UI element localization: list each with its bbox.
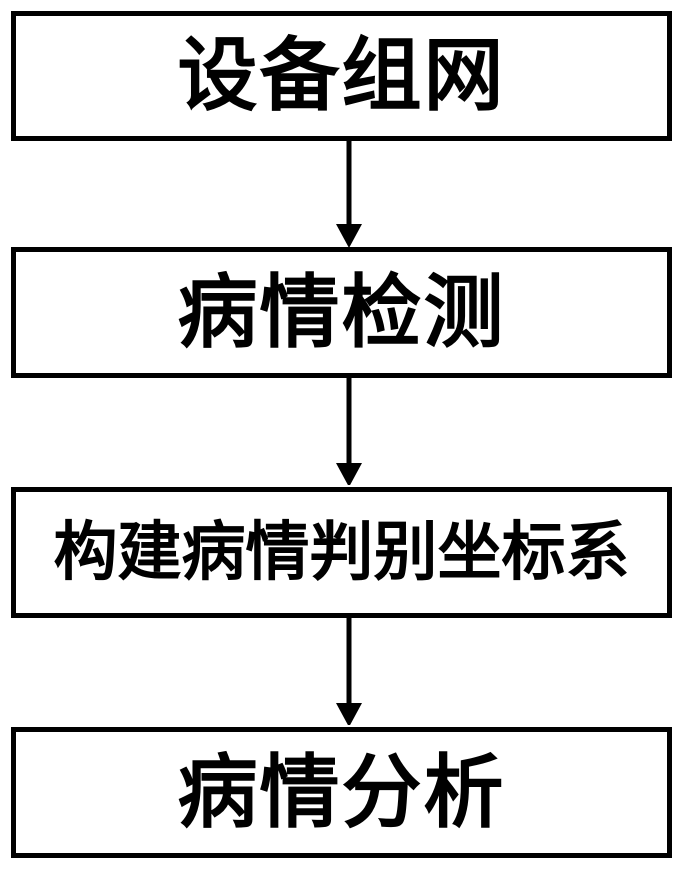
flow-node-label: 构建病情判别坐标系 [53,515,630,590]
connector-arrow-node2-to-node3 [0,375,686,485]
flow-node-condition-detection: 病情检测 [11,247,672,378]
flow-node-label: 设备组网 [177,29,506,122]
flow-node-device-networking: 设备组网 [11,11,672,141]
flow-node-label: 病情检测 [177,265,506,359]
flow-node-build-condition-coordinate-system: 构建病情判别坐标系 [11,487,672,618]
connector-arrow-node1-to-node2 [0,138,686,248]
flow-node-condition-analysis: 病情分析 [11,727,672,858]
flow-node-label: 病情分析 [177,745,506,839]
connector-arrow-node3-to-node4 [0,615,686,725]
